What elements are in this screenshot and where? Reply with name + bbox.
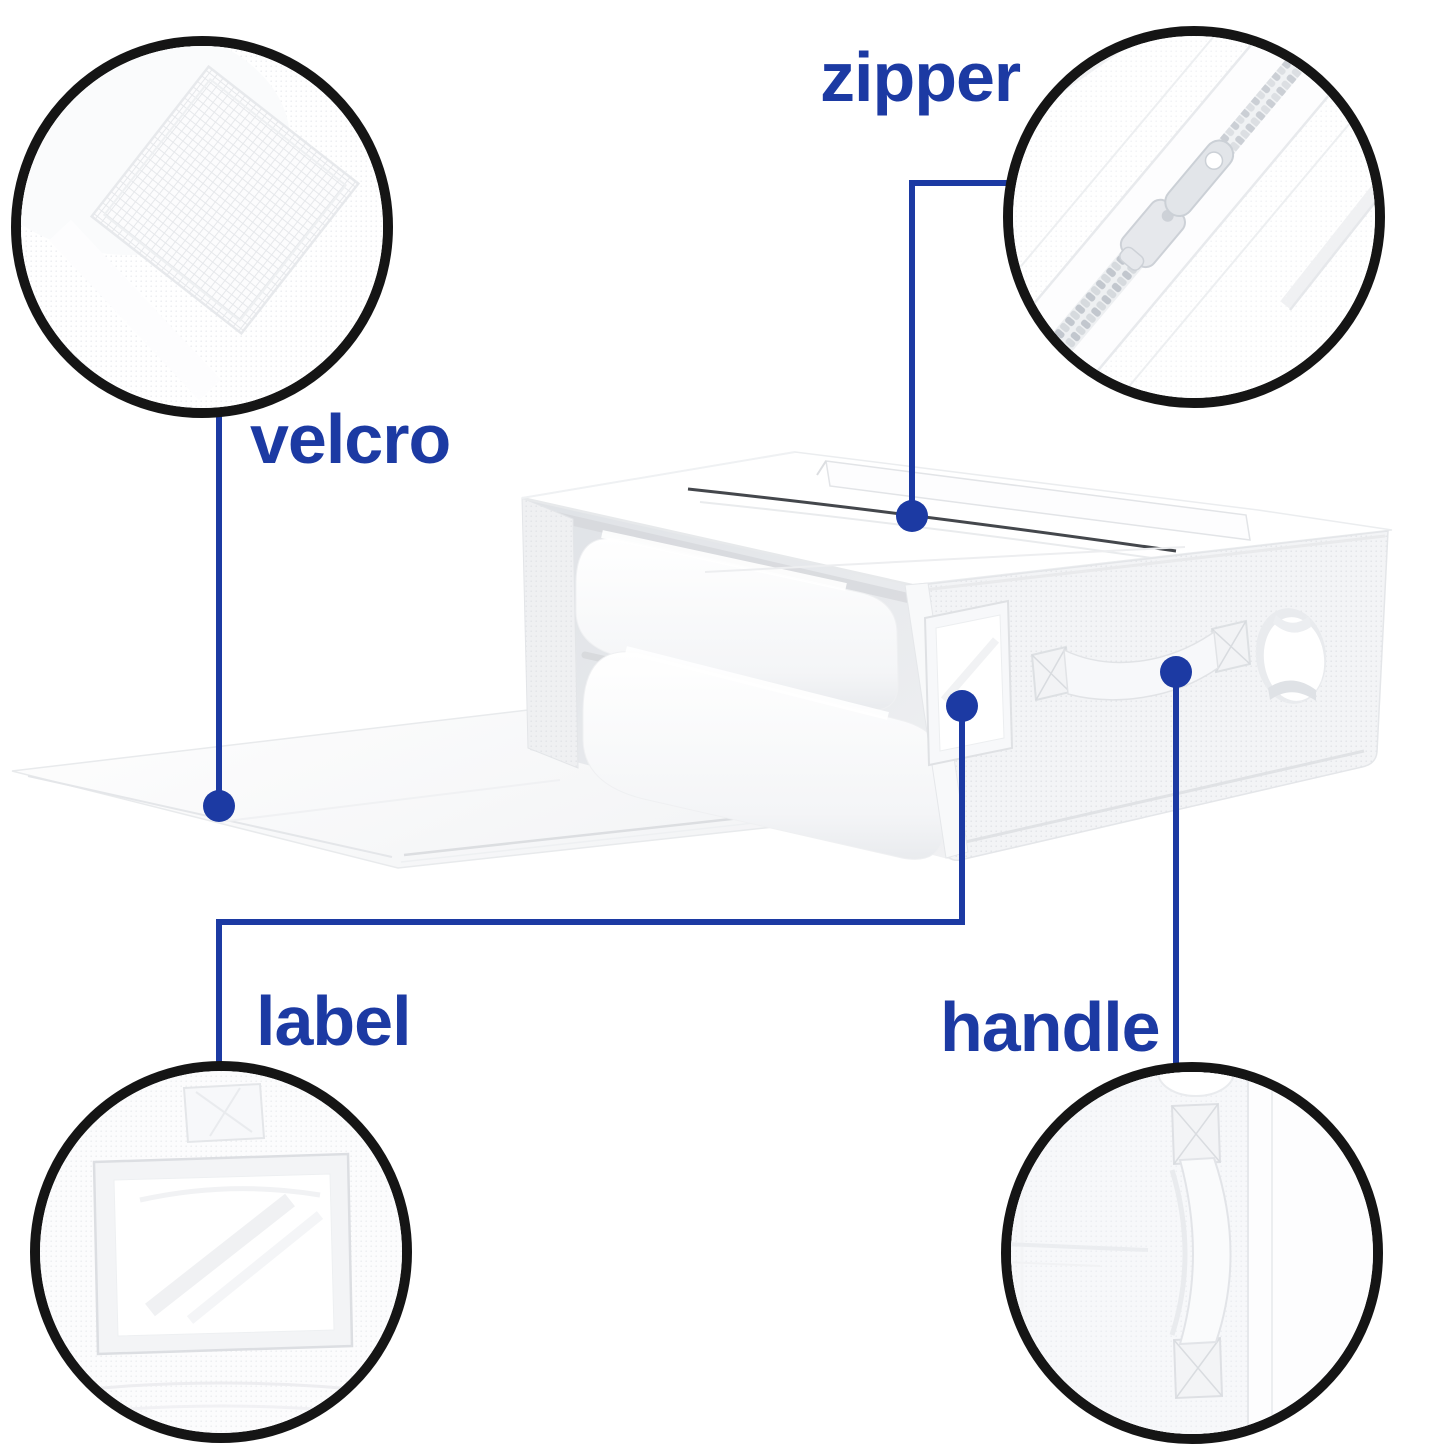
label-tab [182, 1082, 266, 1144]
bag-front-panel [904, 530, 1389, 862]
label-pocket [923, 599, 1014, 767]
inset-label [30, 1061, 412, 1443]
lid-edge [825, 460, 1251, 541]
bag-left-wall [521, 497, 579, 769]
callout-text-label: label [256, 982, 412, 1060]
bag-top-face [521, 451, 1393, 587]
inset-handle [1001, 1062, 1383, 1444]
zipper-slider [1119, 139, 1235, 271]
connector-zipper [909, 180, 1007, 516]
hole-notch [1157, 1072, 1235, 1097]
callout-text-velcro: velcro [250, 400, 451, 478]
connector-dots [203, 500, 1192, 822]
grommet-hole [1255, 608, 1327, 704]
dot-handle [1160, 656, 1192, 688]
connector-label [216, 706, 965, 1064]
callout-text-handle: handle [940, 988, 1161, 1066]
storage-bag [11, 451, 1393, 869]
label-pocket-detail [92, 1152, 354, 1356]
handle-strap-detail [1169, 1102, 1232, 1400]
inset-velcro [11, 36, 393, 418]
connector-lines [216, 180, 1179, 1064]
dot-label [946, 690, 978, 722]
callout-text-zipper: zipper [820, 38, 1021, 116]
dot-velcro [203, 790, 235, 822]
velcro-patch [89, 64, 361, 336]
dot-zipper [896, 500, 928, 532]
